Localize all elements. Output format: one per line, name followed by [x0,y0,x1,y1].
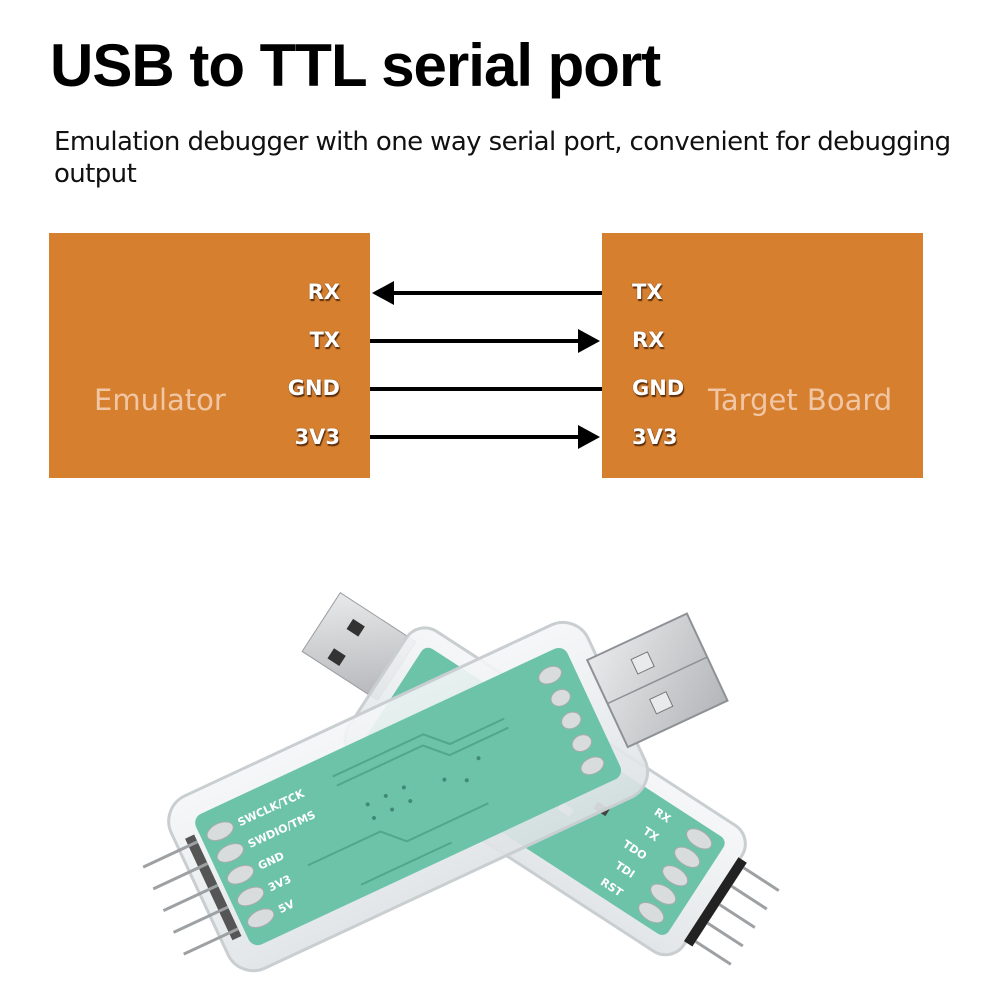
front-usb-plug-icon [585,612,729,749]
wire-rx-arrow-left-icon [372,281,602,305]
wire-3v3-arrow-right-icon [370,425,600,449]
emulator-box: RX TX GND 3V3 Emulator [49,233,370,478]
target-board-label: Target Board [708,383,893,417]
wire-tx-arrow-right-icon [370,329,600,353]
page-title: USB to TTL serial port [50,32,661,99]
product-photo: RX TX TDO TDI RST [142,592,780,973]
front-silk-5v: 5V [276,897,297,916]
target-pin-rx: RX [632,328,665,352]
emulator-pin-rx: RX [307,280,340,304]
front-debugger-device: SWCLK/TCK SWDIO/TMS GND 3V3 5V [142,612,729,973]
emulator-label: Emulator [94,383,226,417]
back-header-pins-icon [683,857,780,966]
emulator-pin-3v3: 3V3 [294,425,340,449]
target-pin-tx: TX [632,280,663,304]
target-board-box: TX RX GND 3V3 Target Board [602,233,923,478]
page-subtitle: Emulation debugger with one way serial p… [54,127,951,189]
emulator-pin-gnd: GND [287,376,340,400]
target-pin-3v3: 3V3 [632,425,678,449]
connection-wires [370,281,602,449]
emulator-pin-tx: TX [309,328,340,352]
front-header-pins-icon [142,834,242,956]
target-pin-gnd: GND [632,376,685,400]
